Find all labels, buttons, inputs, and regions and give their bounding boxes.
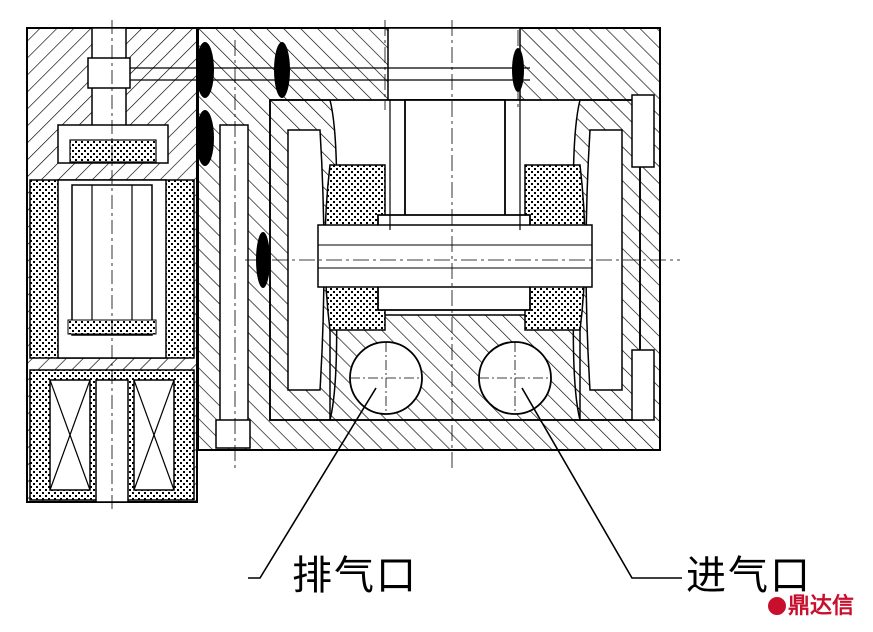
- watermark-text: 鼎达信: [788, 594, 855, 619]
- bolts: [196, 42, 524, 288]
- watermark-logo: 鼎达信: [768, 596, 854, 618]
- intake-port-label: 进气口: [686, 553, 812, 599]
- leader-lines: [248, 387, 682, 579]
- intake-leader: [521, 387, 682, 579]
- exhaust-leader: [248, 387, 377, 579]
- centerlines: [234, 20, 680, 470]
- exhaust-port-label: 排气口: [292, 553, 418, 599]
- watermark-icon: [768, 597, 786, 615]
- central-spool: [317, 99, 593, 311]
- exhaust-ball: [349, 341, 423, 415]
- intake-ball: [478, 341, 552, 415]
- solenoid-housing: [26, 20, 198, 512]
